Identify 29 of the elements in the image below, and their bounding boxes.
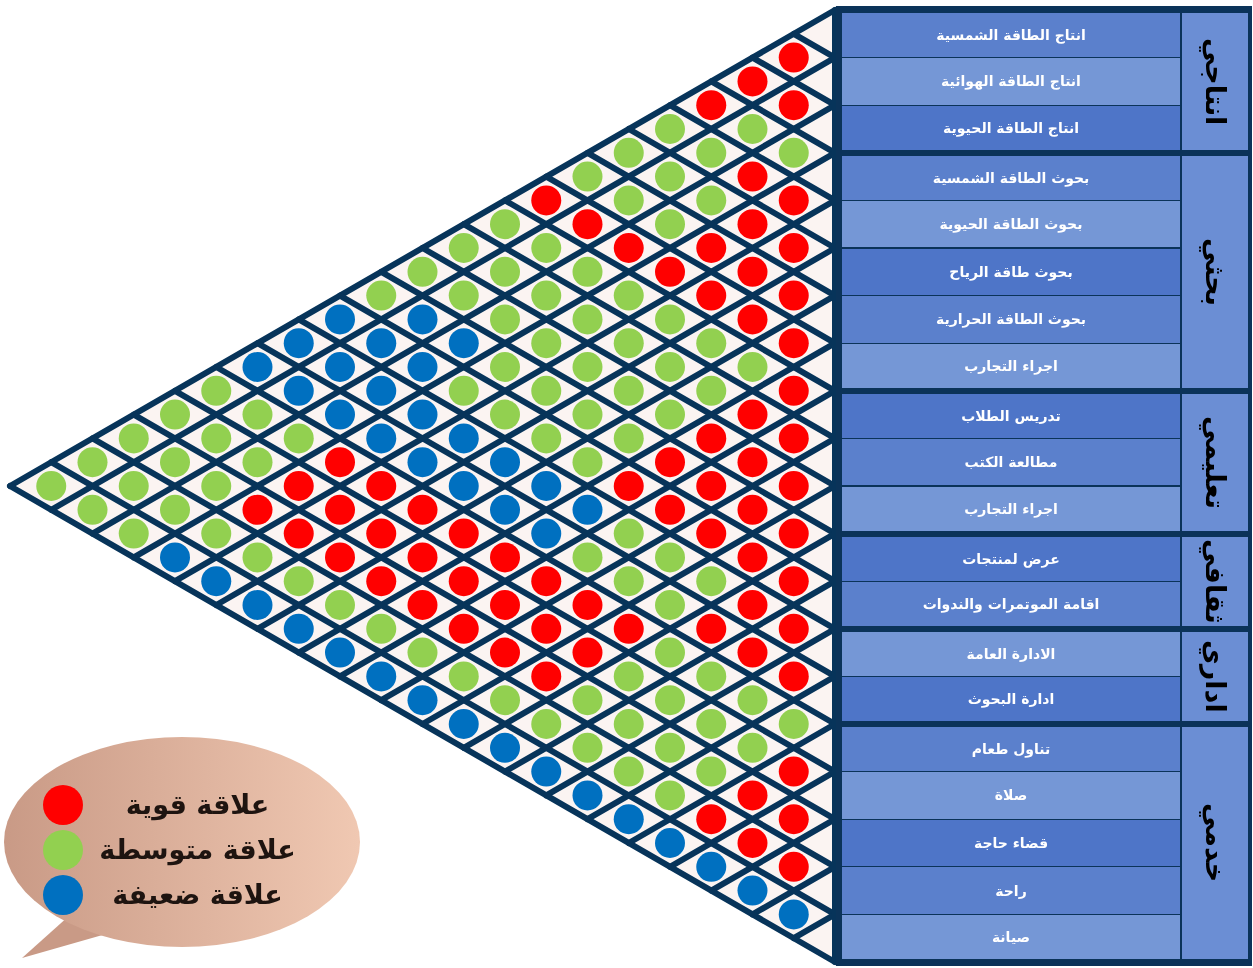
activity-cell: اجراء التجارب xyxy=(842,486,1180,531)
category-cell: اداري xyxy=(1182,631,1248,721)
activity-cell: تدريس الطلاب xyxy=(842,393,1180,438)
activity-cell: قضاء حاجة xyxy=(842,819,1180,867)
activity-cell: بحوث الطاقة الشمسية xyxy=(842,155,1180,200)
activity-cell: بحوث طاقة الرياح xyxy=(842,248,1180,296)
legend-label: علاقة قوية xyxy=(124,788,271,823)
category-cell: بحثي xyxy=(1182,155,1248,388)
activity-cell: بحوث الطاقة الحيوية xyxy=(842,200,1180,248)
activity-cell: عرض لمنتجات xyxy=(842,536,1180,581)
activity-cell: مطالعة الكتب xyxy=(842,438,1180,486)
activity-cell: اجراء التجارب xyxy=(842,343,1180,388)
activity-cell: انتاج الطاقة الحيوية xyxy=(842,105,1180,150)
activity-cell: راحة xyxy=(842,867,1180,914)
legend-label: علاقة ضعيفة xyxy=(111,878,284,912)
category-cell: خدمي xyxy=(1182,727,1248,959)
activity-cell: صيانة xyxy=(842,914,1180,959)
activity-cell: انتاج الطاقة الشمسية xyxy=(842,13,1180,58)
activity-cell: اقامة الموتمرات والندوات xyxy=(842,581,1180,626)
activity-cell: انتاج الطاقة الهوائية xyxy=(842,58,1180,105)
activity-cell: تناول طعام xyxy=(842,727,1180,772)
activity-cell: صلاة xyxy=(842,772,1180,819)
category-cell: انتاجي xyxy=(1182,13,1248,150)
activity-cell: الادارة العامة xyxy=(842,631,1180,676)
activity-cell: ادارة البحوث xyxy=(842,676,1180,721)
activity-cell: بحوث الطاقة الحرارية xyxy=(842,296,1180,343)
category-cell: ثقافي xyxy=(1182,536,1248,626)
category-cell: تعليمي xyxy=(1182,393,1248,531)
legend-label: علاقة متوسطة xyxy=(98,833,297,868)
